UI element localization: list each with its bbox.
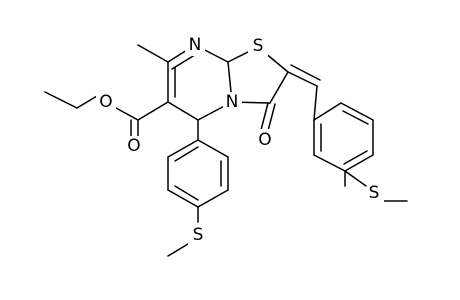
bond-ph1-4	[167, 189, 199, 208]
atom-n-bridge: N	[226, 92, 239, 112]
bond-methyl-c7	[137, 44, 169, 63]
bond-exo-phenyl	[313, 85, 318, 121]
bond-ph2-5	[313, 154, 346, 172]
bond-ph2-1	[313, 102, 342, 121]
bond-c6-ester	[137, 101, 169, 121]
sulfur-bonds	[344, 170, 367, 187]
bond-c2-exo-double	[290, 64, 321, 81]
bond-ph2-2	[340, 102, 374, 121]
bond-ph1-3	[197, 189, 229, 208]
bond-ph1-1	[197, 139, 229, 158]
atom-n-ring: N	[189, 35, 202, 55]
atom-o-ester-double: O	[127, 136, 140, 156]
bond-c2-exo	[287, 71, 318, 87]
bond-s-methyl-bottom	[167, 243, 189, 257]
bond-ph2-4	[344, 154, 374, 172]
atom-o-ester-single: O	[99, 92, 112, 112]
bond-ph2-4-double	[343, 150, 368, 165]
bonds	[44, 44, 408, 257]
bond-ph1-4-double	[174, 185, 199, 201]
bond-ph2-s-diag	[344, 170, 367, 187]
atom-s-phenyl-bottom: S	[193, 225, 204, 245]
bond-ch2-ch3	[44, 91, 78, 109]
atom-labels: N S N O O O S S	[96, 35, 384, 245]
bond-c3-o-double	[267, 103, 276, 132]
bond-c5-c6	[167, 101, 199, 121]
bond-o-ch2	[76, 95, 98, 109]
bond-ph1-6-double	[174, 146, 199, 162]
bond-c2-c3	[269, 71, 289, 104]
bond-ester-o	[115, 107, 139, 121]
bond-c3-o	[260, 102, 269, 131]
atom-s-phenyl-right: S	[369, 183, 380, 203]
atom-s-ring: S	[253, 36, 264, 56]
bond-ph1-6	[167, 139, 199, 158]
bond-ph2-2-double	[342, 110, 369, 125]
atom-o-ketone: O	[258, 130, 271, 150]
